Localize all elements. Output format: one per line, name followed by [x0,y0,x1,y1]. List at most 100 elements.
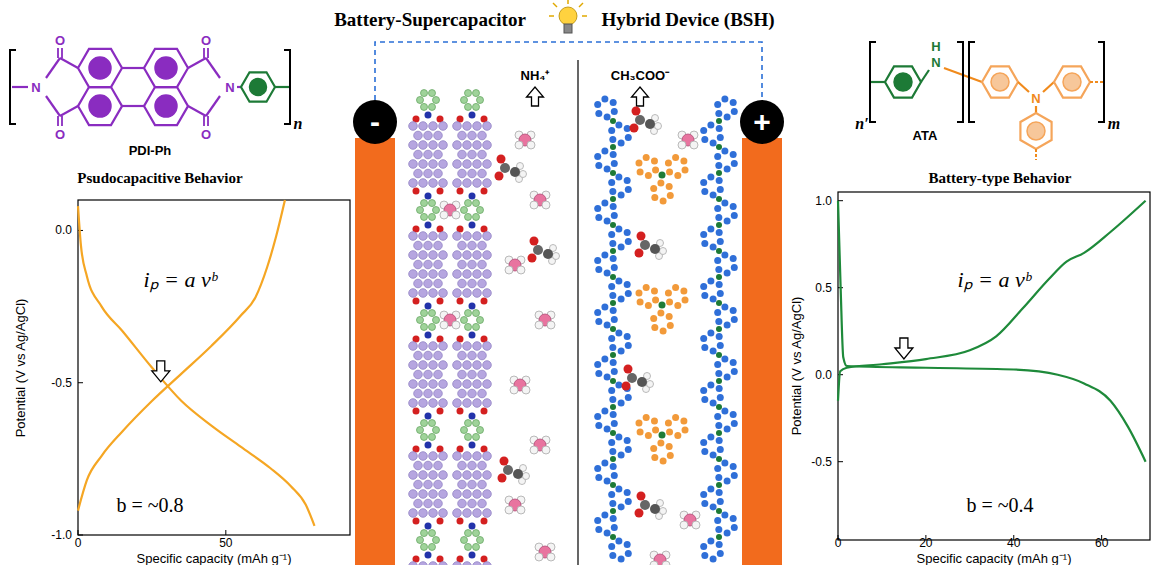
electrode-interface-illustration [461,537,468,544]
electrode-interface-illustration [615,538,622,545]
pdi-ph-structure [46,58,60,78]
electrode-interface-illustration [716,274,722,280]
electrode-interface-illustration [463,342,472,351]
electrode-interface-illustration [721,252,728,259]
electrode-interface-illustration [609,396,616,403]
capacity-curve [838,201,1146,462]
electrode-interface-illustration [473,380,482,389]
electrode-interface-illustration [421,310,428,317]
electrode-interface-illustration [473,543,480,550]
electrode-interface-illustration [716,118,722,124]
electrode-interface-illustration [714,465,721,472]
electrode-interface-illustration [635,115,645,125]
tick-label: -0.5 [811,455,832,469]
electrode-interface-illustration [615,382,622,389]
electrode-interface-illustration [453,380,462,389]
electrode-interface-illustration [611,316,618,323]
electrode-interface-illustration [662,561,670,565]
electrode-interface-illustration [528,254,537,263]
electrode-interface-illustration [533,245,543,255]
ion-arrow [527,87,544,106]
electrode-interface-illustration [419,160,428,169]
electrode-interface-illustration [483,361,492,370]
electrode-interface-illustration [660,327,667,334]
electrode-interface-illustration [409,270,418,279]
electrode-interface-illustration [610,300,616,306]
electrode-interface-illustration [439,490,448,499]
electrode-interface-illustration [635,419,642,426]
pdi-ph-structure [241,72,275,101]
light-bulb [549,15,554,17]
electrode-interface-illustration [429,433,436,440]
electrode-interface-illustration [478,461,487,470]
electrode-interface-illustration [610,118,616,124]
electrode-interface-illustration [627,373,637,383]
electrode-interface-illustration [637,168,644,175]
electrode-interface-illustration [453,270,462,279]
ata-structure [1035,149,1037,160]
electrode-interface-illustration [730,463,737,470]
electrode-interface-illustration [458,131,467,140]
electrode-interface-illustration [678,141,686,149]
electrode-interface-illustration [609,552,616,559]
electrode-interface-illustration [660,197,667,204]
electrode-interface-illustration [535,321,543,329]
electrode-interface-illustration [625,342,632,349]
electrode-interface-illustration [424,150,433,159]
electrode-interface-illustration [595,162,602,169]
electrode-interface-illustration [610,508,616,514]
electrode-interface-illustration [615,226,622,233]
electrode-interface-illustration [429,471,438,480]
electrode-interface-illustration [657,180,664,187]
pdi-ph-structure [155,95,177,117]
electrode-interface-illustration [453,471,462,480]
electrode-interface-illustration [434,480,443,489]
electrode-interface-illustration [650,561,658,565]
electrode-interface-illustration [465,310,472,317]
electrode-interface-illustration [716,333,723,340]
pdi-ph-structure [206,58,220,78]
electrode-interface-illustration [611,108,618,115]
electrode-interface-illustration [452,211,460,219]
electrode-interface-illustration [601,200,608,207]
electrode-interface-illustration [610,248,616,254]
electrode-interface-illustration [429,543,436,550]
electrode-interface-illustration [425,552,432,559]
electrode-interface-illustration [707,122,714,129]
electrode-interface-illustration [604,269,611,276]
electrode-interface-illustration [421,433,428,440]
electrode-interface-illustration [505,506,513,514]
electrode-interface-illustration [429,251,438,260]
electrode-interface-illustration [680,288,687,295]
electrode-interface-illustration [473,213,480,220]
electrode-interface-illustration [439,399,448,408]
electrode-interface-illustration [721,408,728,415]
electrode-interface-illustration [458,279,467,288]
electrode-interface-illustration [439,562,448,565]
electrode-interface-illustration [609,188,616,195]
electrode-sign: - [370,107,380,137]
electrode-interface-illustration [716,437,723,444]
electrode-interface-illustration [716,378,722,384]
ata-structure [957,42,963,122]
electrode-interface-illustration [421,420,428,427]
electrode-interface-illustration [707,486,714,493]
electrode-interface-illustration [716,534,722,540]
electrode-interface-illustration [437,408,444,415]
electrode-interface-illustration [609,500,616,507]
electrode-interface-illustration [429,562,438,565]
electrode-interface-illustration [730,255,737,262]
electrode-interface-illustration [610,255,617,262]
pseudocapacitive-chart [78,535,83,536]
electrode-interface-illustration [700,439,707,446]
pdi-ph-structure [10,48,290,126]
electrode-interface-illustration [439,471,448,480]
electrode-interface-illustration [429,530,436,537]
electrode-interface-illustration [610,411,617,418]
electrode-interface-illustration [714,205,721,212]
pdi-ph-structure [188,58,206,68]
electrode-interface-illustration [469,332,476,339]
electrode-interface-illustration [434,370,443,379]
electrode-interface-illustration [424,499,433,508]
electrode-interface-illustration [715,110,722,117]
